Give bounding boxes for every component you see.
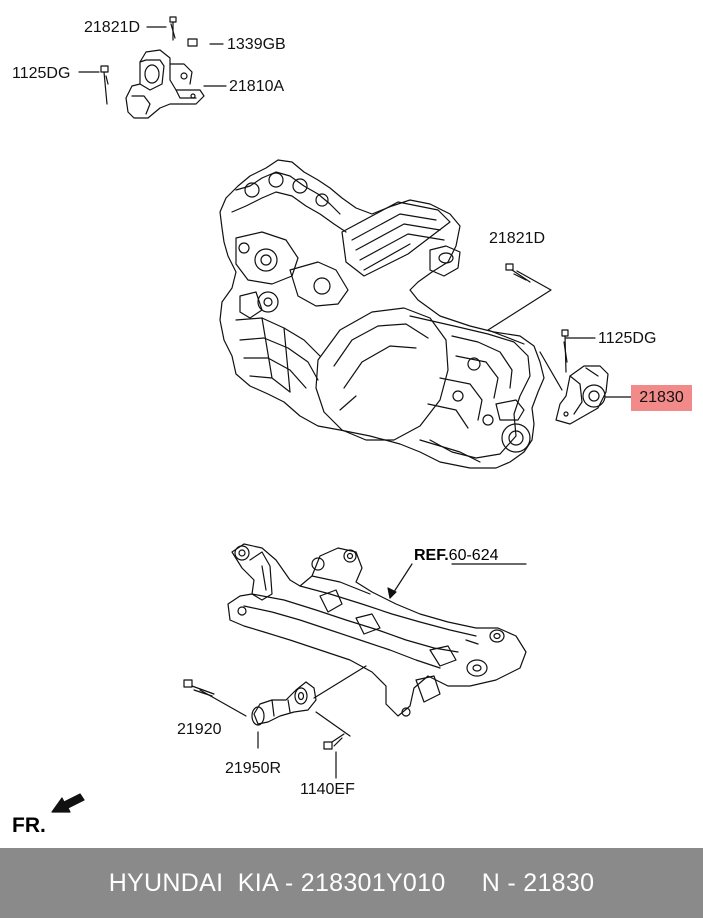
label-21830-highlighted[interactable]: 21830 <box>631 385 692 411</box>
subframe-drawing <box>227 543 527 717</box>
label-1140ef[interactable]: 1140EF <box>300 781 355 798</box>
label-21920[interactable]: 21920 <box>177 721 222 738</box>
engine-drawing <box>219 159 545 469</box>
label-21821d-top[interactable]: 21821D <box>84 19 141 36</box>
top-mount-drawing <box>78 16 227 119</box>
label-1125dg-top[interactable]: 1125DG <box>12 65 71 82</box>
label-21950r[interactable]: 21950R <box>225 760 282 777</box>
parts-diagram <box>51 16 632 813</box>
ref-label[interactable]: REF.60-624 <box>414 547 499 565</box>
front-direction-label: FR. <box>12 814 46 837</box>
roll-rod-drawing <box>183 665 367 779</box>
front-arrow-icon <box>51 793 85 813</box>
footer-part-number-bar: HYUNDAI KIA - 218301Y010 N - 21830 <box>0 848 703 918</box>
ref-prefix: REF. <box>414 547 449 564</box>
label-21821d-engine[interactable]: 21821D <box>489 230 546 247</box>
label-1339gb[interactable]: 1339GB <box>227 36 286 53</box>
transmission-mount-21830-drawing <box>555 365 609 425</box>
label-21810a[interactable]: 21810A <box>229 78 285 95</box>
ref-number: 60-624 <box>448 547 499 564</box>
label-1125dg-engine[interactable]: 1125DG <box>598 330 657 347</box>
engine-leaders <box>487 263 632 398</box>
